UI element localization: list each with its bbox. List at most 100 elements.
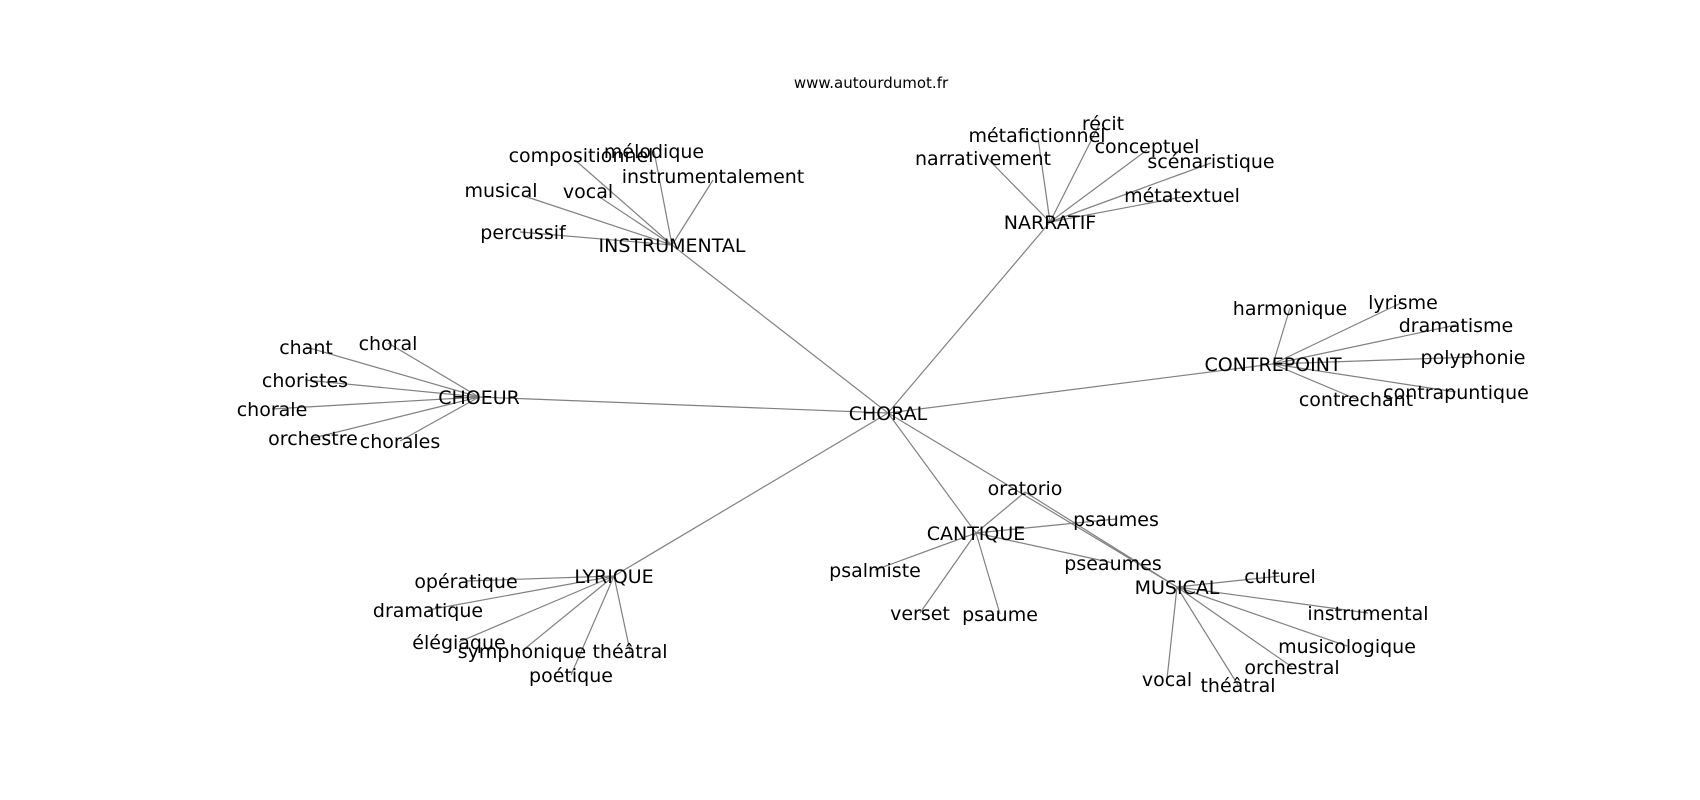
edge-narratif-conceptuel [1049, 149, 1148, 223]
word-node-narratif-conceptuel[interactable]: conceptuel [1095, 136, 1200, 158]
edge-musical-culturel [1176, 575, 1281, 588]
edge-contrepoint-lyrisme [1272, 301, 1404, 365]
word-node-cantique-psaume[interactable]: psaume [962, 604, 1038, 626]
edge-instrumental-melodique [653, 150, 673, 246]
edge-narratif-scenaristique [1049, 162, 1212, 223]
word-node-instrumental-vocal[interactable]: vocal [563, 181, 613, 203]
word-node-narratif-metatextuel[interactable]: métatextuel [1124, 185, 1240, 207]
edge-center-cantique [887, 412, 977, 534]
word-node-instrumental-musical[interactable]: musical [464, 180, 537, 202]
edge-narratif-recit [1049, 122, 1101, 223]
edge-musical-theatral [1176, 586, 1239, 686]
edge-choeur-chorales [399, 396, 480, 442]
center-node[interactable]: CHORAL [849, 403, 928, 425]
edge-musical-orchestral [1176, 586, 1293, 668]
edge-center-instrumental [671, 244, 889, 414]
edge-contrepoint-polyphonie [1272, 356, 1474, 365]
edge-lyrique-dramatique [427, 575, 615, 611]
word-node-narratif-metafictionnel[interactable]: métafictionnel [968, 125, 1105, 147]
word-node-instrumental-melodique[interactable]: mélodique [604, 141, 704, 163]
edge-instrumental-compositionnel [574, 159, 673, 246]
edge-choeur-chorale [271, 396, 480, 410]
word-node-cantique-pseaumes[interactable]: pseaumes [1064, 553, 1161, 575]
word-node-musical-vocal[interactable]: vocal [1142, 669, 1192, 691]
word-node-narratif-recit[interactable]: récit [1082, 113, 1124, 135]
hub-node-narratif[interactable]: NARRATIF [1004, 212, 1097, 234]
edge-cantique-pseaumes [975, 532, 1114, 564]
edge-cantique-verset [919, 532, 977, 614]
hub-node-choeur[interactable]: CHOEUR [438, 387, 520, 409]
word-node-choeur-orchestre[interactable]: orchestre [268, 428, 358, 450]
edge-cantique-oratorio [975, 491, 1026, 534]
word-node-lyrique-poetique[interactable]: poétique [529, 665, 613, 687]
edge-contrepoint-dramatisme [1272, 324, 1457, 365]
edge-choeur-choral [387, 342, 480, 398]
edge-instrumental-vocal [597, 195, 673, 246]
edge-narratif-metatextuel [1049, 196, 1183, 223]
word-node-cantique-verset[interactable]: verset [890, 603, 950, 625]
hub-node-instrumental[interactable]: INSTRUMENTAL [599, 235, 746, 257]
edge-lyrique-operatique [465, 575, 615, 582]
word-node-instrumental-compositionnel[interactable]: compositionnel [509, 145, 654, 167]
word-node-musical-instrumental[interactable]: instrumental [1307, 603, 1428, 625]
edge-cantique-psaumes [975, 518, 1117, 534]
edge-contrepoint-contrapuntique [1272, 363, 1457, 393]
word-node-cantique-psaumes[interactable]: psaumes [1073, 509, 1159, 531]
word-node-instrumental-instrumentalement[interactable]: instrumentalement [622, 166, 805, 188]
hub-node-contrepoint[interactable]: CONTREPOINT [1204, 354, 1341, 376]
edge-choeur-chant [305, 346, 480, 398]
edge-instrumental-percussif [519, 231, 673, 246]
edge-narratif-metafictionnel [1037, 137, 1051, 223]
word-node-choeur-chorales[interactable]: chorales [360, 431, 440, 453]
word-node-contrepoint-dramatisme[interactable]: dramatisme [1399, 315, 1514, 337]
word-node-lyrique-elegiaque[interactable]: élégiaque [412, 632, 505, 654]
edge-lyrique-elegiaque [458, 575, 615, 643]
word-node-contrepoint-contrechant[interactable]: contrechant [1299, 389, 1413, 411]
word-node-lyrique-theatral[interactable]: théâtral [592, 641, 667, 663]
edge-musical-musicologique [1176, 586, 1348, 647]
word-node-cantique-oratorio[interactable]: oratorio [988, 478, 1063, 500]
edge-oratorio-musical [1024, 491, 1178, 588]
edge-lyrique-symphonique [521, 575, 615, 652]
edge-center-choeur [478, 396, 889, 414]
word-node-musical-culturel[interactable]: culturel [1244, 566, 1316, 588]
edge-center-musical [887, 412, 1178, 588]
edge-musical-vocal [1166, 586, 1178, 680]
word-node-choeur-choristes[interactable]: choristes [262, 370, 348, 392]
edge-contrepoint-contrechant [1272, 363, 1357, 400]
word-node-cantique-psalmiste[interactable]: psalmiste [829, 560, 921, 582]
edge-contrepoint-harmonique [1272, 307, 1291, 365]
edge-musical-instrumental [1176, 586, 1369, 614]
word-node-musical-theatral[interactable]: théâtral [1200, 675, 1275, 697]
word-node-choeur-chorale[interactable]: chorale [237, 399, 308, 421]
word-node-choeur-choral[interactable]: choral [359, 333, 418, 355]
edge-instrumental-instrumentalement [671, 179, 714, 246]
word-node-contrepoint-lyrisme[interactable]: lyrisme [1368, 292, 1438, 314]
edge-choeur-orchestre [312, 396, 480, 439]
site-label[interactable]: www.autourdumot.fr [794, 74, 949, 92]
word-node-narratif-narrativement[interactable]: narrativement [915, 148, 1051, 170]
hub-node-musical[interactable]: MUSICAL [1135, 577, 1220, 599]
word-node-instrumental-percussif[interactable]: percussif [480, 222, 567, 244]
edge-instrumental-musical [523, 195, 673, 246]
hub-node-cantique[interactable]: CANTIQUE [927, 523, 1026, 545]
word-node-contrepoint-harmonique[interactable]: harmonique [1233, 298, 1347, 320]
word-node-lyrique-operatique[interactable]: opératique [414, 571, 517, 593]
graph-labels: www.autourdumot.fr CHORAL INSTRUMENTAL com… [237, 74, 1529, 697]
edge-center-lyrique [613, 412, 889, 577]
word-node-musical-musicologique[interactable]: musicologique [1278, 636, 1416, 658]
edge-cantique-psaume [975, 532, 1001, 615]
edge-narratif-narrativement [986, 157, 1051, 223]
edge-center-contrepoint [887, 363, 1274, 414]
word-node-lyrique-dramatique[interactable]: dramatique [373, 600, 483, 622]
word-node-narratif-scenaristique[interactable]: scénaristique [1147, 151, 1274, 173]
word-node-choeur-chant[interactable]: chant [279, 337, 333, 359]
edge-choeur-choristes [304, 379, 480, 398]
edge-lyrique-poetique [570, 575, 615, 676]
word-node-lyrique-symphonique[interactable]: symphonique [458, 641, 587, 663]
word-node-contrepoint-contrapuntique[interactable]: contrapuntique [1383, 382, 1529, 404]
word-node-contrepoint-polyphonie[interactable]: polyphonie [1421, 347, 1526, 369]
hub-node-lyrique[interactable]: LYRIQUE [574, 566, 653, 588]
word-node-musical-orchestral[interactable]: orchestral [1244, 657, 1339, 679]
